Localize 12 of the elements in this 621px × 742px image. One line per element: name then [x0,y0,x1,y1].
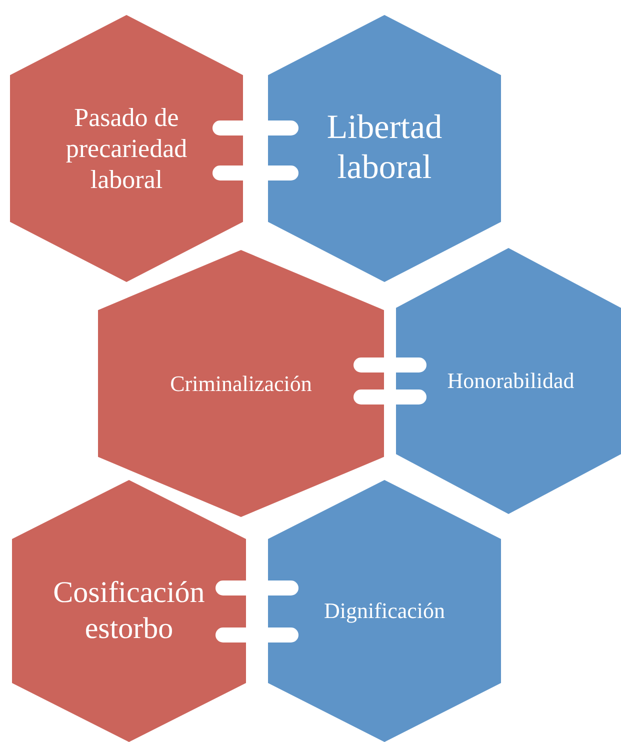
hexagon-label: Cosificación estorbo [52,575,206,647]
connector-bar [354,358,426,372]
hexagon-label: Dignificación [323,598,446,624]
connector-bar [212,166,298,180]
hexagon-label: Pasado de precariedad laboral [64,102,188,196]
connector-bar [354,390,426,404]
connector-bar [212,120,298,136]
connector-bar [216,580,298,596]
hexagon-label: Honorabilidad [446,368,576,394]
connector-bar [216,628,298,642]
hexagon-label: Libertad laboral [326,108,444,188]
hexagon-label: Criminalización [169,370,313,397]
